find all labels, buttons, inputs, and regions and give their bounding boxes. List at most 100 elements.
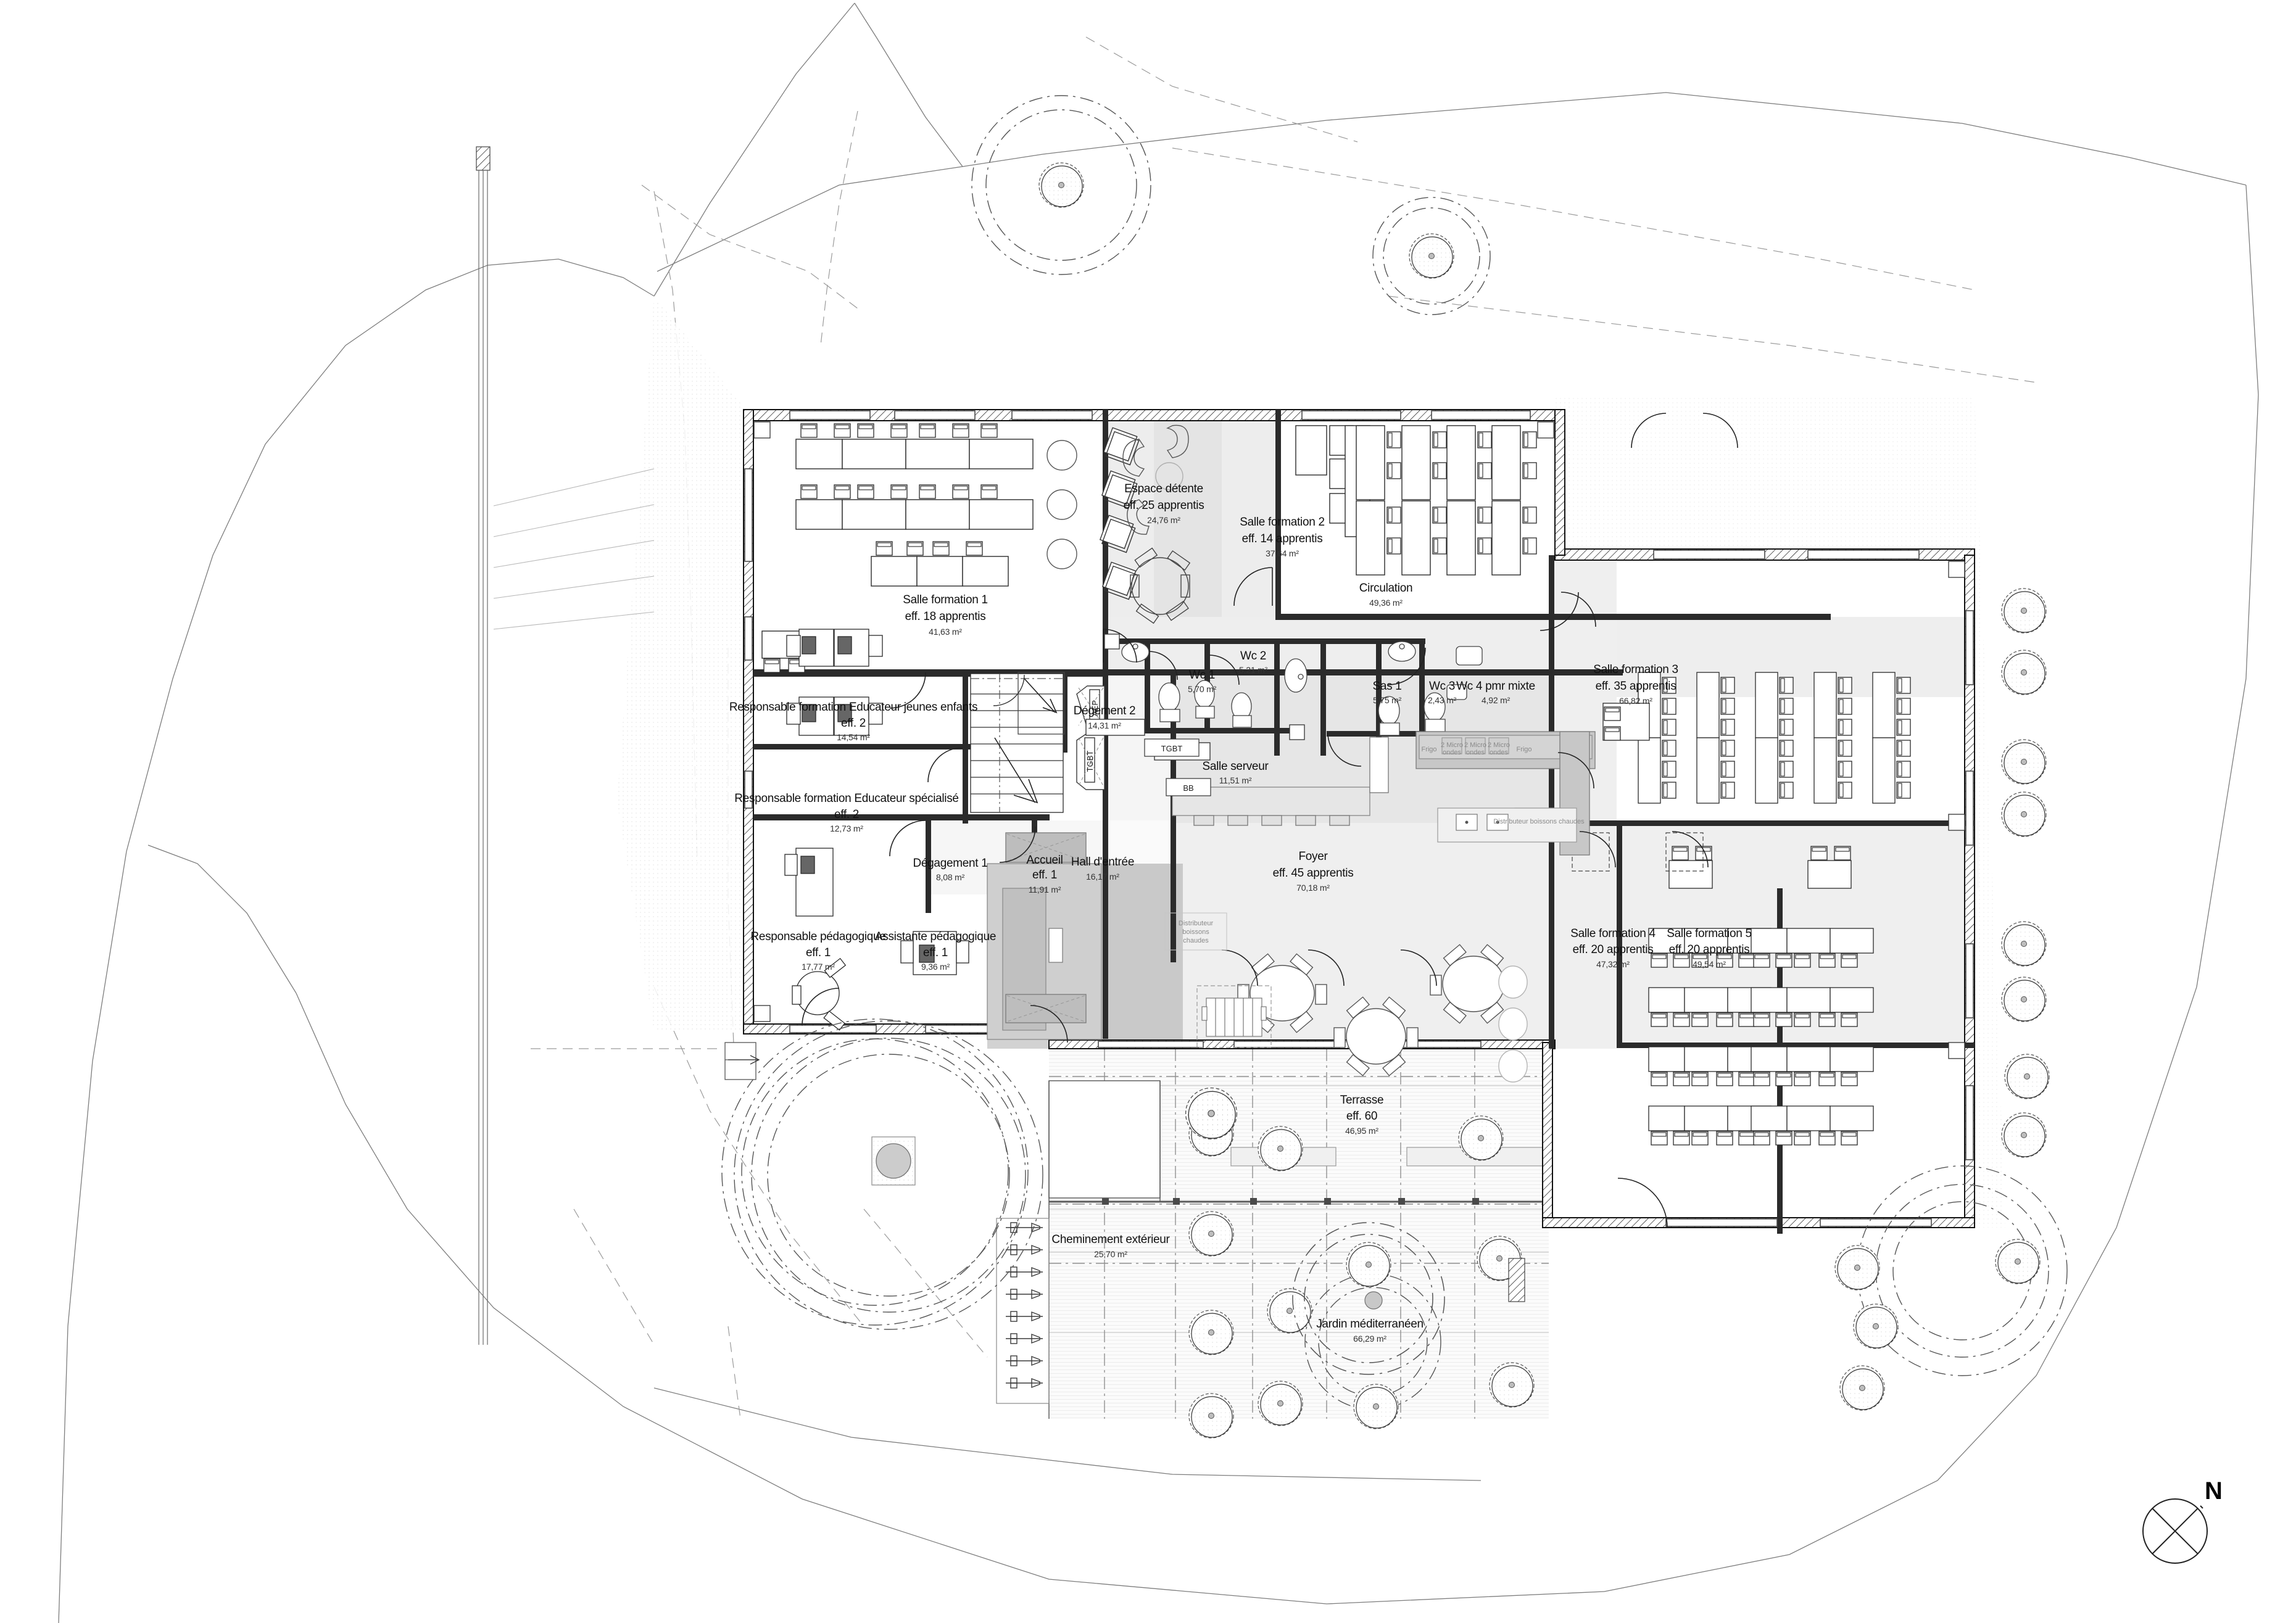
svg-text:5,70 m²: 5,70 m² <box>1188 684 1217 694</box>
svg-text:Sas 1: Sas 1 <box>1372 680 1401 693</box>
svg-text:Accueil: Accueil <box>1026 854 1063 867</box>
svg-text:eff. 2: eff. 2 <box>834 808 859 821</box>
svg-text:16,17 m²: 16,17 m² <box>1086 872 1119 882</box>
furniture-offices <box>784 629 969 1031</box>
svg-text:41,63 m²: 41,63 m² <box>929 627 962 637</box>
svg-text:eff. 25 apprentis: eff. 25 apprentis <box>1124 499 1204 512</box>
svg-text:66,29 m²: 66,29 m² <box>1353 1334 1386 1344</box>
glazing-markers <box>753 421 1965 1059</box>
svg-text:Salle formation 5: Salle formation 5 <box>1667 927 1751 940</box>
svg-text:2 Micro: 2 Micro <box>1441 741 1463 749</box>
svg-text:ondes: ondes <box>1443 749 1461 756</box>
jardin-circle <box>1292 1222 1445 1375</box>
svg-text:Salle formation 3: Salle formation 3 <box>1593 663 1678 676</box>
furniture-salle-3 <box>1602 672 1911 804</box>
svg-text:Circulation: Circulation <box>1359 582 1412 595</box>
svg-text:8,08 m²: 8,08 m² <box>936 872 965 882</box>
svg-text:Responsable pédagogique: Responsable pédagogique <box>750 930 885 943</box>
svg-text:eff. 45 apprentis: eff. 45 apprentis <box>1273 867 1354 880</box>
tag-distributeur: Distributeur boissons chaudes <box>1164 912 1227 951</box>
furniture-espace-detente <box>1046 424 1191 624</box>
wc-fixtures <box>1121 641 1483 736</box>
stairs <box>970 672 1065 813</box>
room-label: Wc 1 5,70 m² <box>1188 669 1217 694</box>
svg-text:Terrasse: Terrasse <box>1340 1094 1383 1107</box>
svg-text:5,75 m²: 5,75 m² <box>1373 695 1402 705</box>
room-label: Cheminement extérieur 25,70 m² <box>1051 1233 1170 1259</box>
svg-text:2 Micro: 2 Micro <box>1488 741 1510 749</box>
low-walls <box>724 1042 1525 1302</box>
room-label: Wc 4 pmr mixte 4,92 m² <box>1456 680 1535 705</box>
access-lines <box>493 468 655 630</box>
svg-text:12,73 m²: 12,73 m² <box>830 824 863 833</box>
svg-text:eff. 1: eff. 1 <box>923 946 948 959</box>
site-service-line <box>476 146 491 1345</box>
svg-text:2,43 m²: 2,43 m² <box>1428 695 1457 705</box>
room-label: Salle serveur 11,51 m² <box>1203 760 1269 785</box>
room-label: Espace détente eff. 25 apprentis 24,76 m… <box>1124 482 1204 525</box>
outdoor-paving <box>1048 1049 1549 1419</box>
svg-text:eff. 14 apprentis: eff. 14 apprentis <box>1242 532 1323 545</box>
svg-text:Wc 3: Wc 3 <box>1429 680 1455 693</box>
room-label: Salle formation 5 eff. 20 apprentis 49,5… <box>1667 927 1752 969</box>
north-label: N <box>2205 1477 2223 1505</box>
svg-text:Assistante pédagogique: Assistante pédagogique <box>875 930 996 943</box>
svg-text:66,82 m²: 66,82 m² <box>1619 696 1652 706</box>
svg-text:Hall d'entrée: Hall d'entrée <box>1071 856 1134 869</box>
svg-text:37,64 m²: 37,64 m² <box>1266 548 1299 558</box>
doors <box>802 413 1738 1228</box>
north-arrow: N <box>2142 1477 2223 1564</box>
svg-text:Responsable formation Educateu: Responsable formation Educateur spéciali… <box>734 792 958 805</box>
svg-text:ondes: ondes <box>1490 749 1508 756</box>
svg-text:25,70 m²: 25,70 m² <box>1094 1249 1127 1259</box>
room-label: Responsable formation Educateur spéciali… <box>734 792 959 833</box>
svg-text:Wc 4 pmr mixte: Wc 4 pmr mixte <box>1456 680 1535 693</box>
room-label: Assistante pédagogique eff. 1 9,36 m² <box>875 930 997 972</box>
site-context <box>58 2 2259 1623</box>
svg-text:Salle serveur: Salle serveur <box>1203 760 1269 773</box>
facade-windows <box>744 410 1974 1227</box>
room-label: Sas 1 5,75 m² <box>1372 680 1401 705</box>
svg-text:Salle formation 2: Salle formation 2 <box>1240 516 1324 529</box>
svg-text:eff. 20 apprentis: eff. 20 apprentis <box>1573 943 1654 956</box>
svg-text:BB: BB <box>1183 783 1193 793</box>
room-label: Wc 3 2,43 m² <box>1428 680 1457 705</box>
svg-text:Dégagement 1: Dégagement 1 <box>913 857 987 870</box>
tag-poubelles: Distributeur boissons chaudes <box>1493 818 1585 825</box>
svg-text:Foyer: Foyer <box>1298 850 1328 863</box>
svg-text:Cheminement extérieur: Cheminement extérieur <box>1051 1233 1170 1246</box>
svg-text:Salle formation 1: Salle formation 1 <box>903 593 987 606</box>
svg-text:17,77 m²: 17,77 m² <box>802 962 835 972</box>
room-label: Hall d'entrée 16,17 m² <box>1071 856 1134 882</box>
svg-text:Distributeur: Distributeur <box>1179 920 1214 927</box>
svg-text:Salle formation 4: Salle formation 4 <box>1570 927 1656 940</box>
room-labels: Salle formation 1 eff. 18 apprentis 41,6… <box>729 482 1752 1344</box>
tag-bb-box: BB <box>1166 778 1211 796</box>
foyer-tables <box>1196 944 1528 1083</box>
room-label: Wc 2 5,21 m² <box>1239 650 1268 675</box>
svg-text:70,18 m²: 70,18 m² <box>1296 883 1330 893</box>
furniture-salle-1 <box>761 423 1034 673</box>
svg-text:Jardin méditerranéen: Jardin méditerranéen <box>1316 1318 1424 1331</box>
svg-text:24,76 m²: 24,76 m² <box>1147 515 1180 525</box>
svg-text:chaudes: chaudes <box>1183 937 1209 944</box>
svg-text:boissons: boissons <box>1182 928 1209 936</box>
svg-text:11,51 m²: 11,51 m² <box>1219 775 1252 785</box>
svg-text:14,54 m²: 14,54 m² <box>837 732 870 742</box>
svg-text:Espace détente: Espace détente <box>1124 482 1203 495</box>
svg-text:eff. 2: eff. 2 <box>841 717 866 730</box>
svg-text:2 Micro: 2 Micro <box>1464 741 1486 749</box>
room-label: Salle formation 4 eff. 20 apprentis 47,3… <box>1570 927 1656 969</box>
svg-text:eff. 1: eff. 1 <box>1032 869 1057 882</box>
svg-text:eff. 20 apprentis: eff. 20 apprentis <box>1669 943 1750 956</box>
bike-racks <box>996 1218 1050 1404</box>
svg-text:46,95 m²: 46,95 m² <box>1345 1126 1378 1136</box>
plaza-tree <box>721 1018 1029 1326</box>
svg-text:eff. 35 apprentis: eff. 35 apprentis <box>1596 680 1676 693</box>
svg-text:Wc 2: Wc 2 <box>1240 650 1266 663</box>
room-label: Salle formation 3 eff. 35 apprentis 66,8… <box>1593 663 1678 706</box>
svg-text:Wc 1: Wc 1 <box>1189 669 1215 682</box>
